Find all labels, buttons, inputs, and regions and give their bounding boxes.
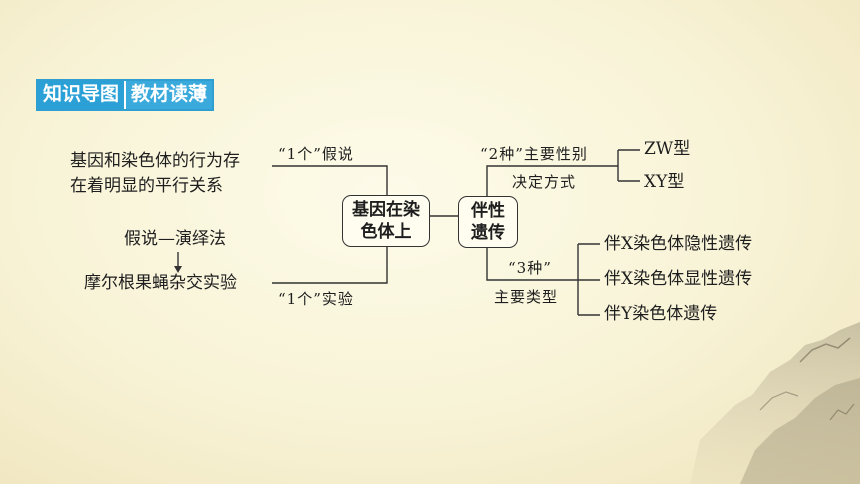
xy-type: XY型 [644, 172, 685, 192]
section-header: 知识导图 教材读薄 [36, 79, 215, 111]
three-types-label-line2: 主要类型 [494, 288, 559, 306]
gene-on-chromosome-box: 基因在染 色体上 [342, 195, 430, 247]
box2-line2: 遗传 [471, 223, 505, 243]
experiment-edge-label: “1个”实验 [278, 290, 354, 308]
three-types-label-line1: “3种” [508, 259, 552, 277]
header-tag-knowledge-map: 知识导图 [38, 81, 125, 109]
x-recessive-type: 伴X染色体隐性遗传 [604, 234, 753, 254]
box1-line2: 色体上 [360, 222, 412, 242]
hypothesis-edge-label: “1个”假说 [278, 145, 354, 163]
sex-linked-inheritance-box: 伴性 遗传 [458, 196, 518, 248]
method-text: 假说—演绎法 [124, 229, 226, 249]
experiment-text: 摩尔根果蝇杂交实验 [84, 273, 237, 293]
hypothesis-text-line2: 在着明显的平行关系 [70, 176, 223, 196]
two-types-label-line1: “2种”主要性别 [480, 145, 588, 163]
hypothesis-text-line1: 基因和染色体的行为存 [70, 151, 240, 171]
y-linked-type: 伴Y染色体遗传 [604, 304, 718, 324]
x-dominant-type: 伴X染色体显性遗传 [604, 269, 753, 289]
two-types-label-line2: 决定方式 [512, 173, 577, 191]
zw-type: ZW型 [644, 139, 691, 159]
box2-line1: 伴性 [471, 201, 505, 221]
box1-line1: 基因在染 [352, 200, 420, 220]
header-tag-textbook: 教材读薄 [124, 81, 213, 109]
